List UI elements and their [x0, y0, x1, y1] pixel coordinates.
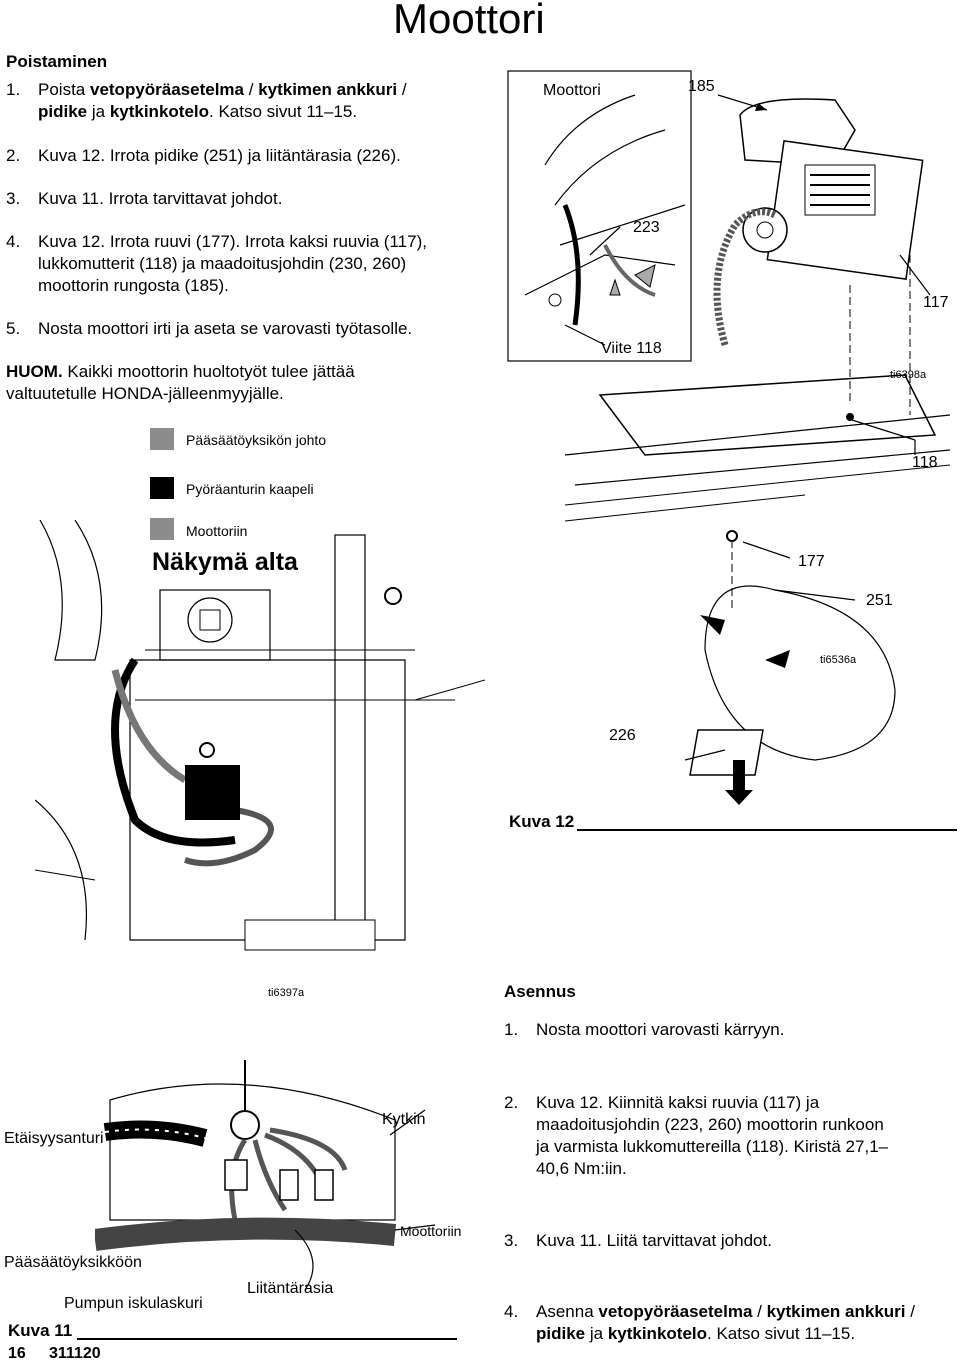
figure-11-caption: Kuva 11	[8, 1321, 73, 1340]
fig11-label-clutch: Kytkin	[382, 1111, 426, 1128]
removal-step-3: 3.Kuva 11. Irrota tarvittavat johdot.	[6, 189, 283, 208]
callout-177: 177	[798, 553, 825, 570]
install-step-2: 2.Kuva 12. Kiinnitä kaksi ruuvia (117) j…	[504, 1093, 889, 1178]
removal-step-4: 4.Kuva 12. Irrota ruuvi (177). Irrota ka…	[6, 232, 427, 295]
footer-doc-number: 311120	[49, 1345, 101, 1362]
fig11-label-junction-box: Liitäntärasia	[247, 1280, 334, 1297]
legend-swatch-control-wire	[150, 428, 174, 450]
note: HUOM. Kaikki moottorin huoltotyöt tulee …	[6, 362, 355, 403]
legend-swatch-to-engine	[150, 518, 174, 540]
figure-11-rule	[77, 1338, 457, 1340]
engine-removal-illustration	[507, 70, 951, 522]
removal-step-1: 1. Poista vetopyöräasetelma / kytkimen a…	[6, 80, 407, 121]
install-heading: Asennus	[504, 982, 576, 1001]
callout-226: 226	[609, 727, 636, 744]
inset-label-engine: Moottori	[543, 82, 601, 99]
junction-box-illustration	[684, 530, 896, 805]
removal-step-5: 5.Nosta moottori irti ja aseta se varova…	[6, 319, 413, 338]
figure-ref-ti6398a: ti6398a	[890, 369, 927, 381]
install-step-3: 3.Kuva 11. Liitä tarvittavat johdot.	[504, 1231, 772, 1250]
fig11-label-to-control-unit: Pääsäätöyksikköön	[4, 1254, 142, 1271]
fig11-label-to-engine: Moottoriin	[400, 1223, 462, 1239]
legend-label-control-wire: Pääsäätöyksikön johto	[186, 432, 327, 448]
callout-117: 117	[923, 294, 949, 311]
underside-view-illustration	[35, 520, 485, 951]
figure-ref-ti6397a: ti6397a	[268, 987, 305, 999]
figure-12-caption: Kuva 12	[509, 812, 575, 831]
figure-ref-ti6536a: ti6536a	[820, 654, 857, 666]
callout-251: 251	[866, 592, 893, 609]
fig11-label-proximity-sensor: Etäisyysanturi	[4, 1130, 104, 1147]
legend-label-to-engine: Moottoriin	[186, 523, 248, 539]
callout-viite-118: Viite 118	[601, 340, 662, 357]
legend-swatch-wheel-cable	[150, 477, 174, 499]
install-step-4: 4. Asenna vetopyöräasetelma / kytkimen a…	[504, 1302, 915, 1343]
underside-view-title: Näkymä alta	[152, 548, 298, 576]
callout-223: 223	[633, 219, 660, 236]
callout-118: 118	[912, 454, 938, 471]
removal-step-2: 2.Kuva 12. Irrota pidike (251) ja liitän…	[6, 146, 401, 165]
wiring-illustration	[95, 1060, 436, 1291]
legend-label-wheel-cable: Pyöräanturin kaapeli	[186, 481, 314, 497]
install-step-1: 1.Nosta moottori varovasti kärryyn.	[504, 1020, 785, 1039]
callout-185: 185	[688, 78, 715, 95]
footer-page-number: 16	[8, 1345, 26, 1362]
figure-12-rule	[577, 829, 957, 831]
fig11-label-pump-counter: Pumpun iskulaskuri	[64, 1295, 203, 1312]
removal-heading: Poistaminen	[6, 52, 108, 71]
page-title: Moottori	[393, 0, 545, 42]
